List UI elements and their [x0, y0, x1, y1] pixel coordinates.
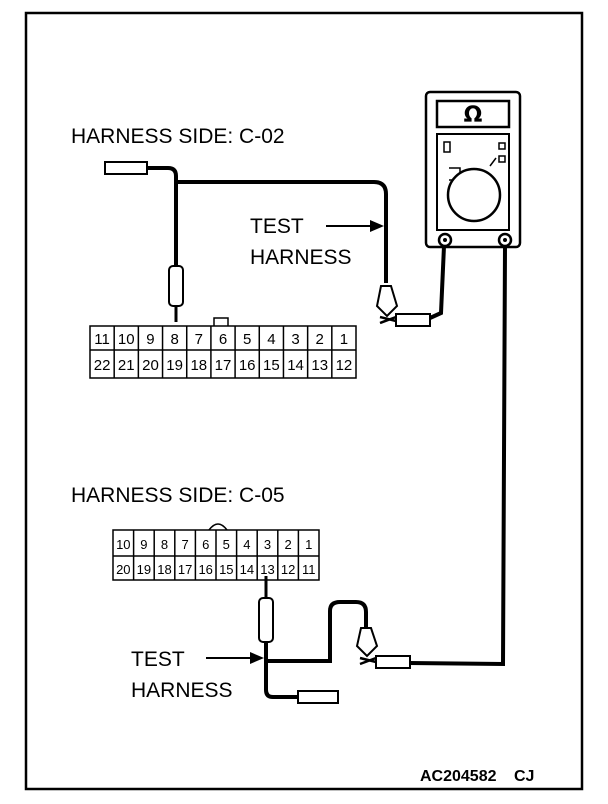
figure-code: AC204582	[420, 768, 497, 785]
pin-label: 1	[305, 537, 312, 552]
meter-lead-right	[408, 245, 507, 667]
meter-display	[435, 99, 511, 129]
meter-terminal-ohm-dot	[503, 238, 507, 242]
pin-label: 9	[140, 537, 147, 552]
meter-terminal-com-dot	[443, 238, 447, 242]
pin-label: 7	[195, 331, 203, 348]
pin-label: 11	[94, 331, 110, 348]
meter-plug	[375, 655, 411, 669]
pin-label: 10	[116, 537, 130, 552]
test-harness-upper	[104, 161, 431, 327]
figure-suffix: CJ	[514, 768, 534, 785]
pin-label: 16	[198, 562, 212, 577]
pin-label: 16	[239, 357, 256, 374]
meter-range-mark	[489, 157, 497, 167]
clip-body	[355, 627, 379, 658]
pin-label: 8	[170, 331, 178, 348]
meter-plug	[395, 313, 431, 327]
pin-label: 11	[302, 562, 316, 577]
c05-title: HARNESS SIDE: C-05	[71, 484, 285, 507]
pin-label: 17	[178, 562, 192, 577]
pin-label: 3	[264, 537, 271, 552]
pin-label: 17	[215, 357, 232, 374]
pin-label: 7	[181, 537, 188, 552]
pin-label: 3	[291, 331, 299, 348]
harness-wire	[176, 180, 388, 283]
pin-label: 6	[202, 537, 209, 552]
clip-body	[375, 285, 399, 318]
test-harness-lower-label-1: TEST	[131, 648, 185, 671]
harness-wire	[266, 600, 368, 663]
pin-label: 18	[157, 562, 171, 577]
meter-switch-mark	[498, 155, 506, 163]
pin-label: 21	[118, 357, 135, 374]
pin-label: 20	[142, 357, 159, 374]
pin-label: 13	[311, 357, 328, 374]
pin-label: 8	[161, 537, 168, 552]
pin-label: 4	[267, 331, 275, 348]
pin-label: 14	[240, 562, 254, 577]
pin-label: 6	[219, 331, 227, 348]
meter-lead-left	[429, 245, 446, 320]
pin-label: 22	[94, 357, 111, 374]
pin-label: 14	[287, 357, 304, 374]
pin-label: 4	[243, 537, 250, 552]
harness-plug	[104, 161, 148, 175]
pin-label: 19	[166, 357, 183, 374]
pin-label: 5	[243, 331, 251, 348]
harness-wire	[147, 166, 178, 266]
harness-wire	[264, 642, 298, 699]
clip-jaw	[359, 656, 377, 666]
arrow-head	[370, 220, 384, 232]
harness-probe-body	[168, 265, 184, 307]
test-harness-upper-label-1: TEST	[250, 215, 304, 238]
pin-label: 2	[284, 537, 291, 552]
meter-switch-mark	[443, 141, 451, 153]
arrow-head	[250, 652, 264, 664]
harness-probe-body	[258, 597, 274, 643]
pin-label: 12	[281, 562, 295, 577]
diagram-frame	[24, 11, 584, 791]
pin-label: 18	[190, 357, 207, 374]
clip-jaw	[379, 315, 397, 325]
meter-dial	[446, 167, 502, 223]
pin-label: 1	[340, 331, 348, 348]
ohm-symbol: Ω	[464, 103, 483, 128]
pin-label: 20	[116, 562, 130, 577]
pin-label: 12	[336, 357, 353, 374]
test-harness-lower-label-2: HARNESS	[131, 679, 233, 702]
pin-label: 2	[316, 331, 324, 348]
connector-outline	[89, 325, 357, 379]
pin-label: 15	[263, 357, 280, 374]
ohmmeter: Ω	[424, 90, 522, 249]
pin-label: 9	[146, 331, 154, 348]
pin-label: 13	[260, 562, 274, 577]
c02-title: HARNESS SIDE: C-02	[71, 125, 285, 148]
meter-switch-mark	[498, 142, 506, 150]
connector-latch	[208, 523, 228, 531]
pin-label: 10	[118, 331, 135, 348]
harness-plug	[297, 690, 339, 704]
test-harness-upper-label-2: HARNESS	[250, 246, 352, 269]
test-harness-lower	[258, 576, 411, 704]
pin-label: 5	[223, 537, 230, 552]
pin-label: 19	[137, 562, 151, 577]
pin-label: 15	[219, 562, 233, 577]
